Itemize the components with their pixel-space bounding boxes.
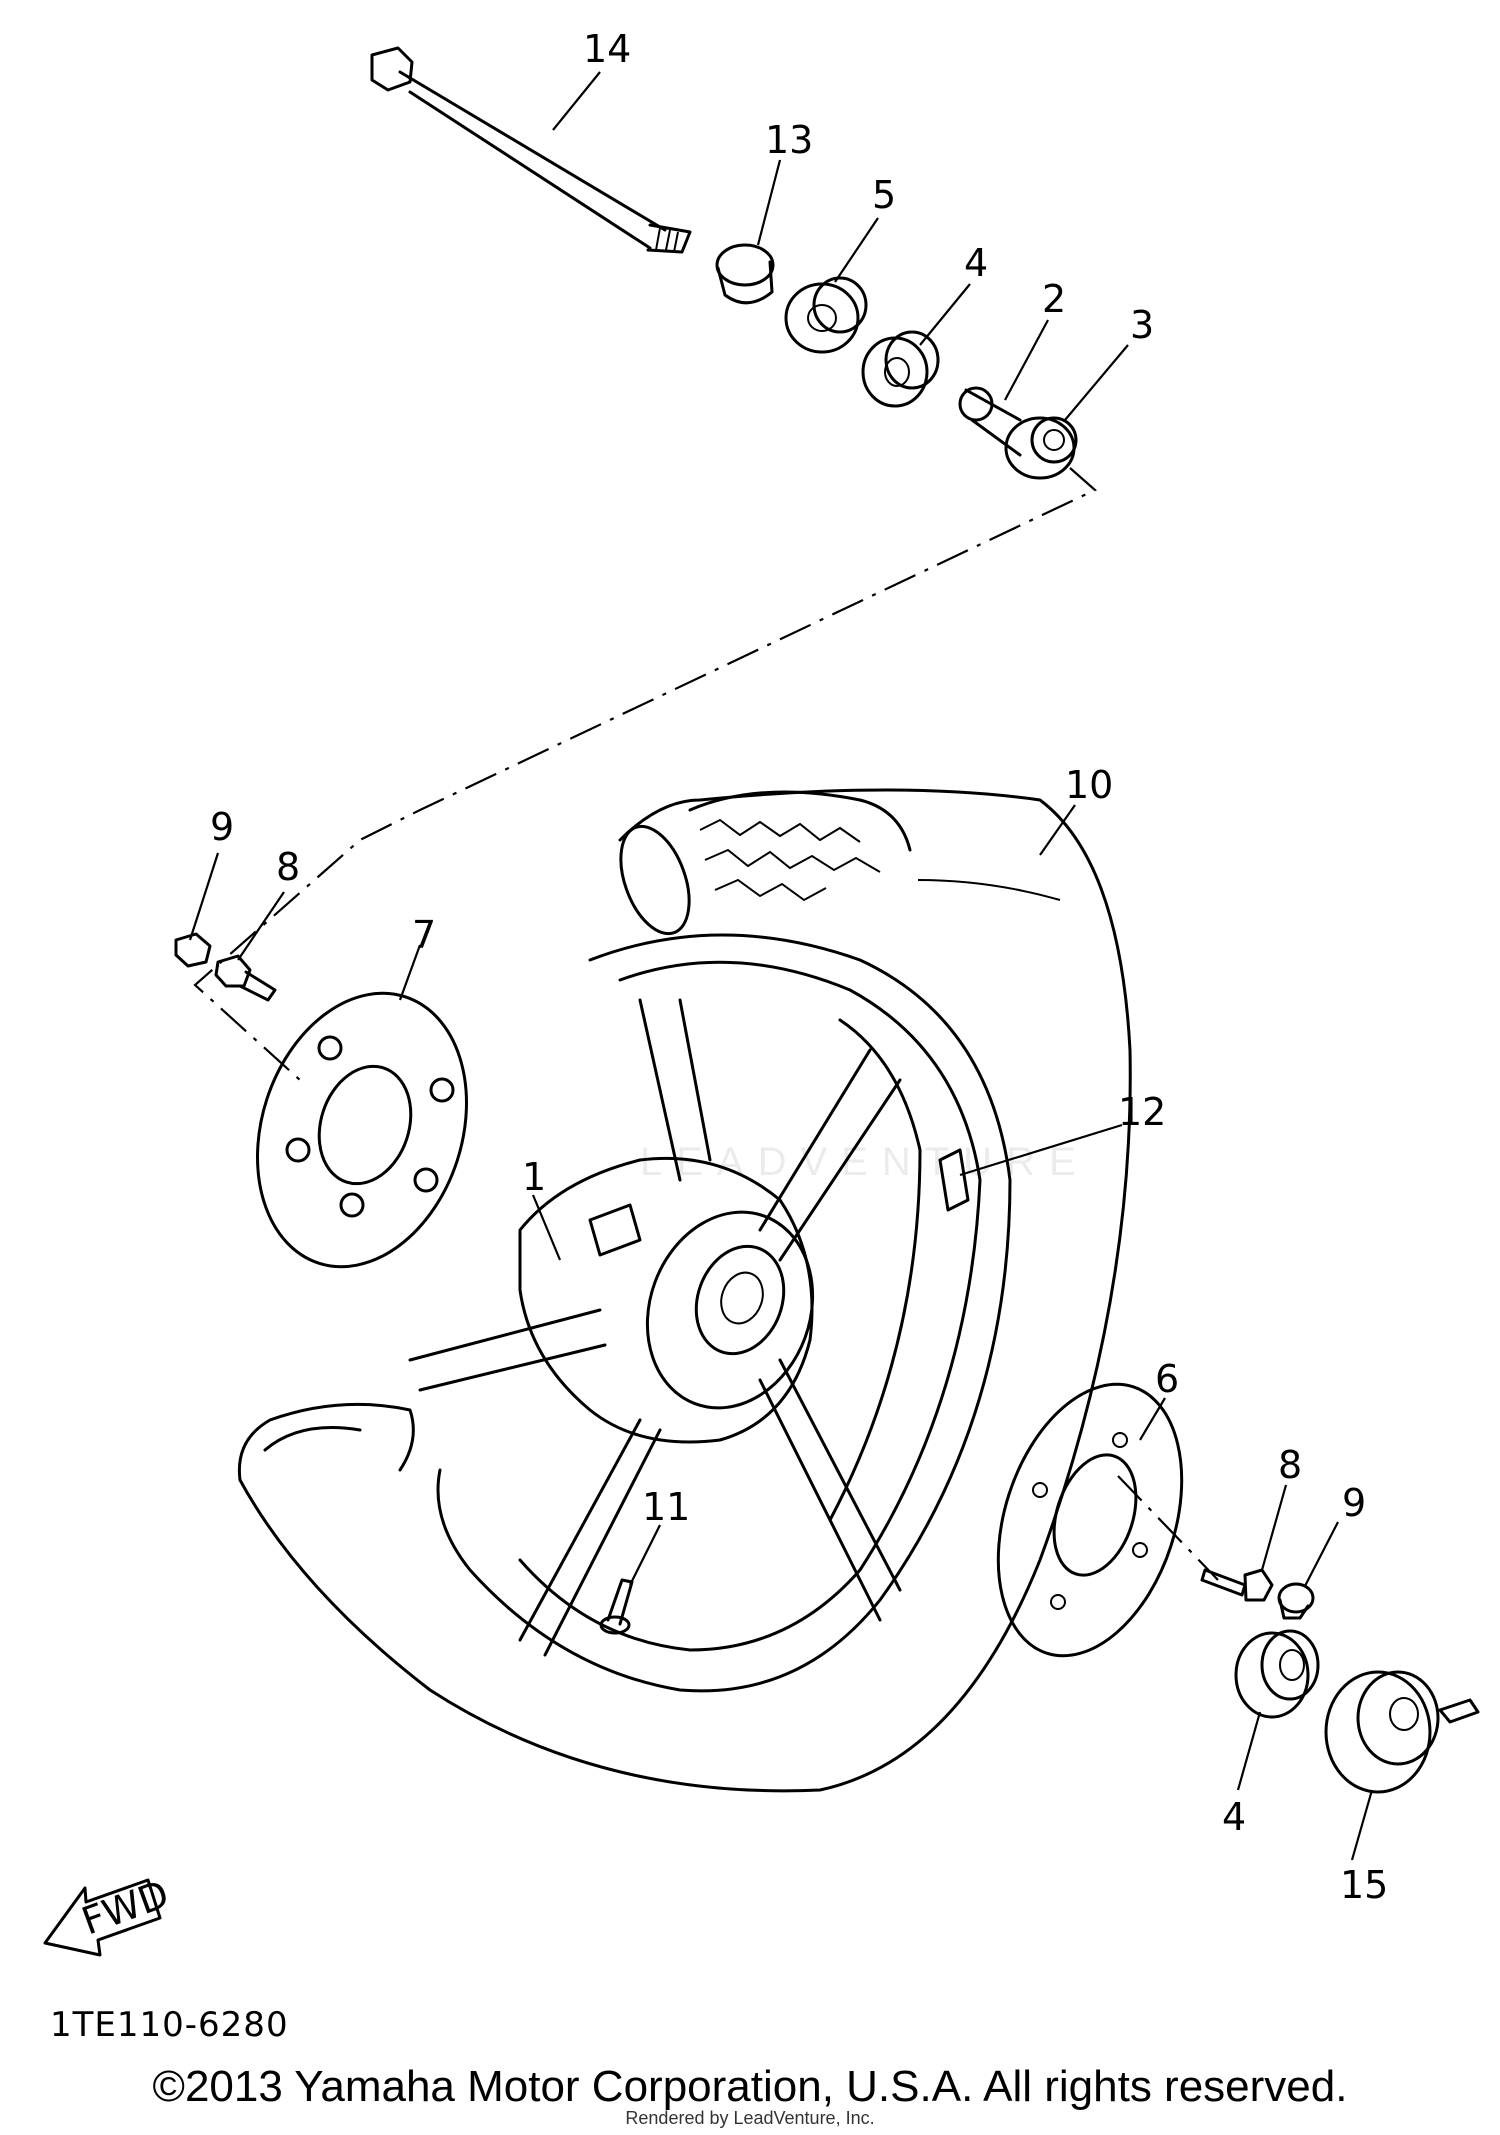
- nut-right: [1277, 1582, 1315, 1620]
- bearing-part-4-lower: [1234, 1629, 1320, 1719]
- callout-5: 5: [872, 173, 896, 217]
- copyright-notice: ©2013 Yamaha Motor Corporation, U.S.A. A…: [152, 2062, 1348, 2111]
- tire-part: [237, 788, 1132, 1793]
- wheel-rim-part: [408, 933, 1012, 1693]
- balance-weight-part: [938, 1148, 970, 1212]
- bolt-left: [214, 954, 277, 1002]
- assembly-line-lower: [1117, 1475, 1219, 1581]
- bearing-part-upper: [784, 276, 868, 354]
- axle-part: [370, 46, 692, 254]
- callout-6: 6: [1155, 1357, 1179, 1401]
- callout-10: 10: [1065, 763, 1113, 807]
- callout-13: 13: [765, 118, 813, 162]
- callout-3: 3: [1130, 303, 1154, 347]
- callout-9-left: 9: [210, 805, 234, 849]
- callout-2: 2: [1042, 277, 1066, 321]
- callout-12: 12: [1118, 1090, 1166, 1134]
- callout-7: 7: [412, 913, 436, 957]
- callout-1: 1: [522, 1155, 546, 1199]
- callout-8-left: 8: [276, 845, 300, 889]
- meter-clutch-part: [1324, 1670, 1480, 1794]
- leader-lines: [188, 71, 1374, 1861]
- wheel-hub: [518, 1156, 815, 1444]
- diagram-code: 1TE110-6280: [50, 2005, 289, 2045]
- callout-8-right: 8: [1278, 1443, 1302, 1487]
- valve-part: [599, 1578, 634, 1635]
- assembly-line-upper: [193, 467, 1097, 1081]
- callout-11: 11: [642, 1485, 690, 1529]
- callout-15: 15: [1340, 1863, 1388, 1907]
- callout-4-upper: 4: [964, 241, 988, 285]
- brake-disc-left: [256, 991, 468, 1269]
- callout-4-lower: 4: [1222, 1795, 1246, 1839]
- rendered-by-credit: Rendered by LeadVenture, Inc.: [625, 2108, 875, 2128]
- brake-disc-right: [996, 1382, 1184, 1658]
- bolt-right: [1200, 1568, 1274, 1602]
- collar-part: [715, 243, 775, 305]
- bearing-part-4-upper: [861, 330, 940, 408]
- callout-14: 14: [583, 27, 631, 71]
- spacer-flange-part: [1004, 416, 1078, 480]
- nut-left: [174, 932, 212, 968]
- spacer-part: [958, 386, 1022, 457]
- callout-9-right: 9: [1342, 1481, 1366, 1525]
- forward-arrow-label: FWD: [76, 1872, 174, 1944]
- forward-arrow-icon: FWD: [43, 1872, 174, 1957]
